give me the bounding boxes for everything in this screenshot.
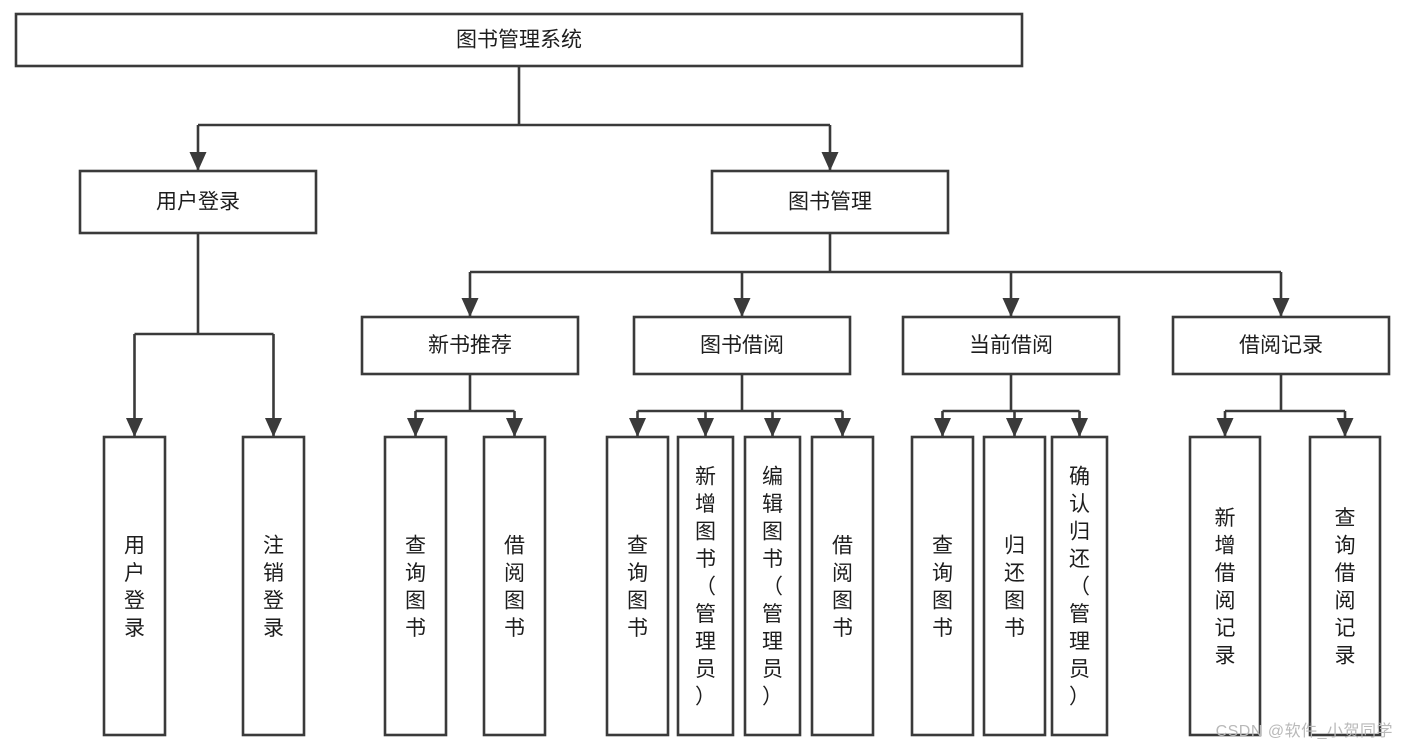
connector-arrow xyxy=(1216,418,1234,437)
node-box-leaf-add-book xyxy=(676,435,735,737)
node-box-leaf-query-record xyxy=(1308,435,1382,737)
node-new-book-recommend[interactable]: 新书推荐 xyxy=(360,315,580,376)
connector-arrow xyxy=(1272,298,1290,317)
connector-arrow xyxy=(834,418,851,437)
node-user-login[interactable]: 用户登录 xyxy=(78,169,318,235)
node-leaf-confirm-return[interactable]: 确认归还（管理员） xyxy=(1050,435,1109,737)
connector-arrow xyxy=(764,418,781,437)
node-label-leaf-add-book: 新增图书（管理员） xyxy=(695,466,716,709)
node-box-leaf-query-book-borrow xyxy=(605,435,670,737)
node-label-leaf-query-book-rec: 查询图书 xyxy=(405,534,426,640)
node-leaf-query-book-borrow[interactable]: 查询图书 xyxy=(605,435,670,737)
node-box-book-borrow xyxy=(632,315,852,376)
node-label-current-borrow: 当前借阅 xyxy=(969,334,1053,357)
node-box-user-login xyxy=(78,169,318,235)
node-label-leaf-query-book-current: 查询图书 xyxy=(932,534,953,640)
node-label-leaf-edit-book: 编辑图书（管理员） xyxy=(762,466,783,709)
node-box-current-borrow xyxy=(901,315,1121,376)
node-label-new-book-recommend: 新书推荐 xyxy=(428,334,512,357)
node-leaf-user-login[interactable]: 用户登录 xyxy=(102,435,167,737)
connector-arrow xyxy=(733,298,751,317)
node-book-borrow[interactable]: 图书借阅 xyxy=(632,315,852,376)
node-book-management[interactable]: 图书管理 xyxy=(710,169,950,235)
node-label-root: 图书管理系统 xyxy=(456,29,582,52)
node-label-leaf-query-book-borrow: 查询图书 xyxy=(627,534,648,640)
node-box-leaf-logout xyxy=(241,435,306,737)
node-box-leaf-query-book-rec xyxy=(383,435,448,737)
node-box-leaf-query-book-current xyxy=(910,435,975,737)
node-box-leaf-user-login xyxy=(102,435,167,737)
node-current-borrow[interactable]: 当前借阅 xyxy=(901,315,1121,376)
nodes-layer: 图书管理系统用户登录图书管理新书推荐图书借阅当前借阅借阅记录用户登录注销登录查询… xyxy=(14,12,1391,737)
node-label-leaf-confirm-return: 确认归还（管理员） xyxy=(1069,466,1090,709)
node-box-root xyxy=(14,12,1024,68)
node-box-leaf-add-record xyxy=(1188,435,1262,737)
node-label-leaf-user-login: 用户登录 xyxy=(124,534,145,640)
watermark-label: CSDN @软件_小贺同学 xyxy=(1215,723,1393,740)
node-leaf-query-book-current[interactable]: 查询图书 xyxy=(910,435,975,737)
connector-arrow xyxy=(189,152,207,171)
node-root[interactable]: 图书管理系统 xyxy=(14,12,1024,68)
node-label-leaf-borrow-book-rec: 借阅图书 xyxy=(504,534,525,640)
connector-arrow xyxy=(265,418,282,437)
node-label-leaf-add-record: 新增借阅记录 xyxy=(1215,507,1236,668)
connector-arrow xyxy=(126,418,143,437)
node-leaf-query-record[interactable]: 查询借阅记录 xyxy=(1308,435,1382,737)
node-label-leaf-logout: 注销登录 xyxy=(263,534,284,640)
connector-arrow xyxy=(1006,418,1023,437)
node-leaf-edit-book[interactable]: 编辑图书（管理员） xyxy=(743,435,802,737)
connector-arrow xyxy=(1071,418,1088,437)
connector-arrow xyxy=(506,418,523,437)
node-label-user-login: 用户登录 xyxy=(156,191,240,214)
node-label-book-borrow: 图书借阅 xyxy=(700,334,784,357)
node-label-borrow-records: 借阅记录 xyxy=(1239,334,1323,357)
node-label-leaf-borrow-book: 借阅图书 xyxy=(832,534,853,640)
node-box-leaf-borrow-book xyxy=(810,435,875,737)
connector-arrow xyxy=(821,152,839,171)
connector-arrow xyxy=(407,418,424,437)
node-box-leaf-return-book xyxy=(982,435,1047,737)
node-box-leaf-borrow-book-rec xyxy=(482,435,547,737)
node-leaf-add-record[interactable]: 新增借阅记录 xyxy=(1188,435,1262,737)
node-leaf-logout[interactable]: 注销登录 xyxy=(241,435,306,737)
node-leaf-query-book-rec[interactable]: 查询图书 xyxy=(383,435,448,737)
connector-arrow xyxy=(461,298,479,317)
connector-arrow xyxy=(629,418,646,437)
node-leaf-add-book[interactable]: 新增图书（管理员） xyxy=(676,435,735,737)
connector-arrow xyxy=(1336,418,1354,437)
node-label-leaf-query-record: 查询借阅记录 xyxy=(1335,507,1356,668)
node-leaf-return-book[interactable]: 归还图书 xyxy=(982,435,1047,737)
node-box-leaf-confirm-return xyxy=(1050,435,1109,737)
connector-arrow xyxy=(934,418,951,437)
connector-arrow xyxy=(697,418,714,437)
connectors-layer xyxy=(126,66,1354,437)
node-label-leaf-return-book: 归还图书 xyxy=(1004,534,1025,640)
node-borrow-records[interactable]: 借阅记录 xyxy=(1171,315,1391,376)
node-box-book-management xyxy=(710,169,950,235)
node-box-leaf-edit-book xyxy=(743,435,802,737)
node-leaf-borrow-book[interactable]: 借阅图书 xyxy=(810,435,875,737)
node-box-borrow-records xyxy=(1171,315,1391,376)
connector-arrow xyxy=(1002,298,1020,317)
node-leaf-borrow-book-rec[interactable]: 借阅图书 xyxy=(482,435,547,737)
node-label-book-management: 图书管理 xyxy=(788,191,872,214)
node-box-new-book-recommend xyxy=(360,315,580,376)
